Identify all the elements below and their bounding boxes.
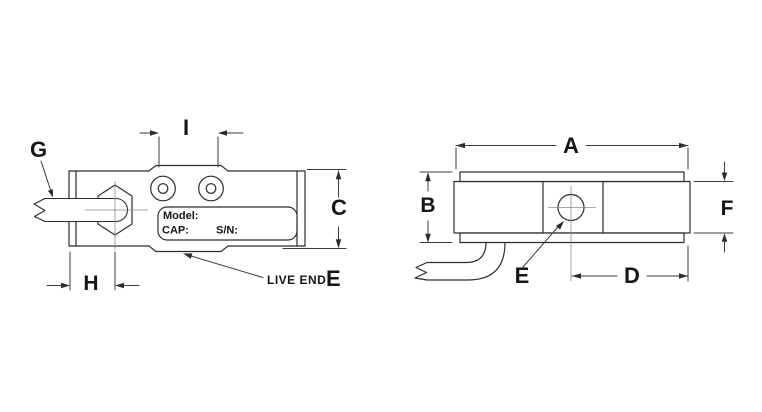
top-tab [147, 164, 230, 172]
top-view: Model: CAP: S/N: G I C [30, 115, 347, 295]
h-arrowhead-right-icon [115, 282, 124, 289]
dimension-c: C [282, 169, 347, 249]
dimension-h: H [46, 251, 140, 295]
i-arrowhead-left-icon [150, 130, 159, 136]
dimension-i: I [139, 115, 244, 168]
side-view: E A B F [414, 133, 734, 288]
live-end-arrowhead-icon [183, 253, 193, 259]
live-end-label: LIVE END [267, 273, 326, 287]
dimension-b: B [419, 171, 453, 243]
nameplate-sn-label: S/N: [216, 225, 238, 237]
dim-label-h: H [83, 272, 98, 295]
nameplate-cap-label: CAP: [162, 225, 189, 237]
d-arrowhead-right-icon [679, 273, 688, 279]
d-arrowhead-left-icon [572, 273, 581, 279]
c-arrowhead-top-icon [335, 170, 342, 180]
mounting-hole-right-bore [205, 183, 217, 194]
side-cable-break [414, 261, 428, 281]
g-leader-arrowhead-icon [47, 189, 53, 198]
nameplate-model-label: Model: [163, 210, 198, 222]
bottom-tab [147, 245, 230, 253]
top-plate [459, 171, 685, 183]
dim-label-d: D [624, 263, 640, 288]
cable [33, 197, 128, 223]
c-arrowhead-bottom-icon [335, 239, 342, 249]
f-arrowhead-top-icon [721, 172, 728, 181]
dim-label-c: C [331, 195, 347, 220]
dimension-d: D [571, 245, 689, 288]
dimension-a: A [455, 133, 689, 170]
g-leader-line [40, 160, 52, 194]
mounting-hole-left [150, 175, 176, 202]
b-arrowhead-top-icon [425, 172, 431, 182]
dim-label-e-side: E [515, 263, 530, 288]
side-cable-inner-line [426, 241, 506, 281]
f-arrowhead-bottom-icon [721, 233, 728, 242]
bottom-plate [459, 232, 685, 244]
mounting-hole-left-bore [157, 183, 169, 194]
dim-label-b: B [420, 194, 435, 217]
h-arrowhead-left-icon [61, 282, 70, 289]
a-arrowhead-right-icon [679, 142, 688, 149]
a-arrowhead-left-icon [456, 142, 465, 149]
live-end-leader-line [185, 254, 264, 278]
i-arrowhead-right-icon [218, 130, 227, 136]
dim-label-g: G [30, 137, 47, 162]
e-leader-arrowhead-icon [555, 221, 564, 230]
dimension-f: F [693, 161, 734, 253]
side-cable-outer-line [426, 241, 487, 264]
e-leader-line [522, 224, 561, 268]
dim-label-e-top: E [326, 266, 341, 291]
b-arrowhead-bottom-icon [425, 233, 431, 243]
bottom-tab-mask [148, 244, 229, 252]
dim-label-i: I [183, 115, 189, 140]
dim-label-f: F [721, 197, 734, 220]
dim-label-a: A [563, 133, 579, 158]
top-tab-mask [148, 165, 229, 173]
mounting-hole-right [198, 175, 224, 202]
nameplate [157, 206, 298, 241]
